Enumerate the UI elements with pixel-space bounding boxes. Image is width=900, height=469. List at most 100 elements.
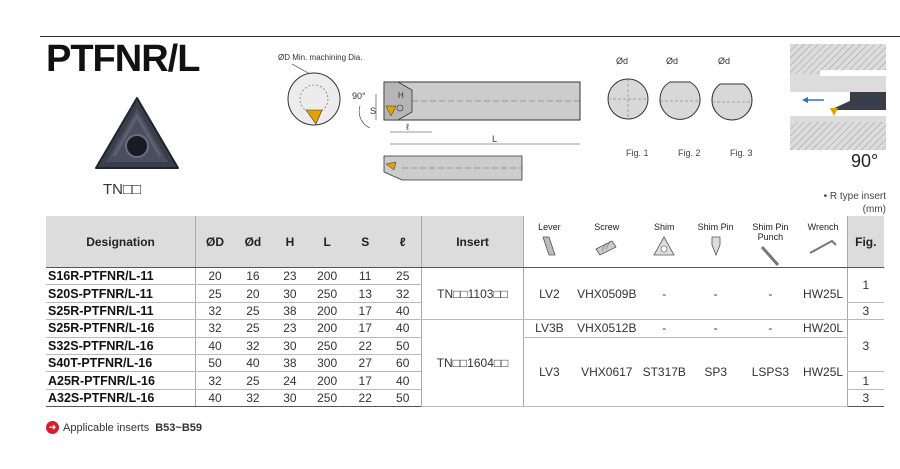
cell-D: 50: [195, 354, 234, 373]
cell-L: 200: [307, 371, 347, 390]
col-screw: Screw: [575, 216, 639, 268]
cell-L: 200: [307, 302, 347, 321]
cell-D: 40: [195, 389, 234, 408]
col-lever: Lever: [522, 216, 576, 268]
cell-screw-11: VHX0509B: [575, 267, 639, 321]
cell-L: 250: [307, 389, 347, 408]
cell-lever-11: LV2: [522, 267, 576, 321]
insert-code: TN□□: [103, 181, 142, 198]
cell-shim-11: -: [638, 267, 691, 321]
l-large-label: L: [492, 134, 497, 144]
cell-H: 23: [271, 319, 308, 338]
boring-section-view: [790, 44, 886, 150]
col-shim-pin: Shim Pin: [690, 216, 742, 268]
col-designation: Designation: [46, 216, 196, 268]
insert-image: [95, 97, 179, 169]
cell-D: 32: [195, 302, 234, 321]
footer-page-ref[interactable]: B53~B59: [155, 421, 203, 434]
lever-icon: [542, 236, 556, 256]
s-label: S: [370, 106, 376, 116]
cell-S: 22: [346, 389, 385, 408]
cell-designation: S32S-PTFNR/L-16: [46, 337, 196, 355]
col-S: S: [346, 216, 385, 268]
shim-pin-punch-header-label: Shim Pin Punch: [752, 222, 789, 242]
cell-designation: S25R-PTFNR/L-16: [46, 319, 196, 338]
col-H: H: [271, 216, 308, 268]
cell-shim-pin-punch-16b: LSPS3: [741, 337, 800, 408]
cell-H: 30: [271, 337, 308, 355]
cell-l: 25: [384, 267, 422, 286]
arrow-right-icon: ➜: [46, 421, 59, 434]
col-d: Ød: [233, 216, 272, 268]
cell-designation: S40T-PTFNR/L-16: [46, 354, 196, 373]
cell-L: 250: [307, 337, 347, 355]
cell-D: 20: [195, 267, 234, 286]
cell-L: 250: [307, 284, 347, 303]
shank-figures: Ød Fig. 1 Ød Fig. 2 Ød Fig. 3: [607, 56, 753, 158]
cell-H: 24: [271, 371, 308, 390]
cell-D: 25: [195, 284, 234, 303]
cell-S: 13: [346, 284, 385, 303]
fig-3: Ød Fig. 3: [711, 56, 753, 158]
cell-L: 300: [307, 354, 347, 373]
cell-designation: S16R-PTFNR/L-11: [46, 267, 196, 286]
l-small-label: ℓ: [406, 122, 410, 132]
cell-L: 200: [307, 267, 347, 286]
cell-d: 25: [233, 302, 272, 321]
cell-shim-pin-punch-16a: -: [741, 319, 800, 338]
min-dia-label: ØD Min. machining Dia.: [278, 53, 362, 62]
cell-H: 30: [271, 284, 308, 303]
cell-D: 32: [195, 319, 234, 338]
wrench-icon: [809, 239, 837, 254]
table-row: A25R-PTFNR/L-16 32 25 24 200 17 40 1: [46, 371, 884, 390]
col-shim-pin-punch: Shim Pin Punch: [741, 216, 800, 268]
cell-shim-pin-16a: -: [690, 319, 742, 338]
cell-designation: S20S-PTFNR/L-11: [46, 284, 196, 303]
cell-screw-16b: VHX0617: [575, 337, 639, 408]
page-title: PTFNR/L: [46, 38, 200, 80]
cell-fig-11a: 1: [846, 267, 884, 303]
cell-l: 32: [384, 284, 422, 303]
lever-header-label: Lever: [538, 222, 561, 232]
cell-lever-16b: LV3: [522, 337, 576, 408]
cell-shim-pin-punch-11: -: [741, 267, 800, 321]
cell-wrench-16a: HW20L: [799, 319, 848, 338]
cell-l: 40: [384, 371, 422, 390]
col-insert: Insert: [421, 216, 524, 268]
fig2-label: Fig. 2: [678, 148, 701, 158]
cell-S: 17: [346, 371, 385, 390]
table-row: S32S-PTFNR/L-16 40 32 30 250 22 50 LV3 V…: [46, 337, 884, 408]
shim-pin-icon: [711, 236, 721, 257]
cell-l: 50: [384, 337, 422, 355]
cell-designation: S25R-PTFNR/L-11: [46, 302, 196, 321]
cell-S: 27: [346, 354, 385, 373]
cell-S: 17: [346, 319, 385, 338]
fig3-label: Fig. 3: [730, 148, 753, 158]
cell-wrench-16b: HW25L: [799, 337, 848, 408]
fig1-d-label: Ød: [616, 56, 628, 66]
spec-table: Designation ØD Ød H L S ℓ Insert Lever S…: [46, 216, 884, 408]
holder-drawing: ØD Min. machining Dia. 90° S H ℓ L: [278, 53, 581, 181]
cell-wrench-11: HW25L: [799, 267, 848, 321]
fig-1: Ød Fig. 1: [607, 56, 649, 158]
table-row: S25R-PTFNR/L-16 32 25 23 200 17 40 TN□□1…: [46, 319, 884, 408]
cell-D: 40: [195, 337, 234, 355]
approach-angle: 90°: [851, 151, 879, 171]
cell-H: 38: [271, 302, 308, 321]
unit-note: (mm): [862, 204, 886, 215]
cell-l: 50: [384, 389, 422, 408]
cell-d: 32: [233, 337, 272, 355]
cell-H: 23: [271, 267, 308, 286]
cell-d: 40: [233, 354, 272, 373]
screw-header-label: Screw: [594, 222, 620, 232]
top-rule: [40, 36, 900, 37]
cell-lever-16a: LV3B: [522, 319, 576, 338]
col-l: ℓ: [384, 216, 422, 268]
cell-l: 40: [384, 319, 422, 338]
col-shim: Shim: [638, 216, 691, 268]
cell-S: 17: [346, 302, 385, 321]
shim-header-label: Shim: [653, 222, 675, 232]
cell-designation: A25R-PTFNR/L-16: [46, 371, 196, 390]
col-wrench: Wrench: [799, 216, 848, 268]
cell-D: 32: [195, 371, 234, 390]
